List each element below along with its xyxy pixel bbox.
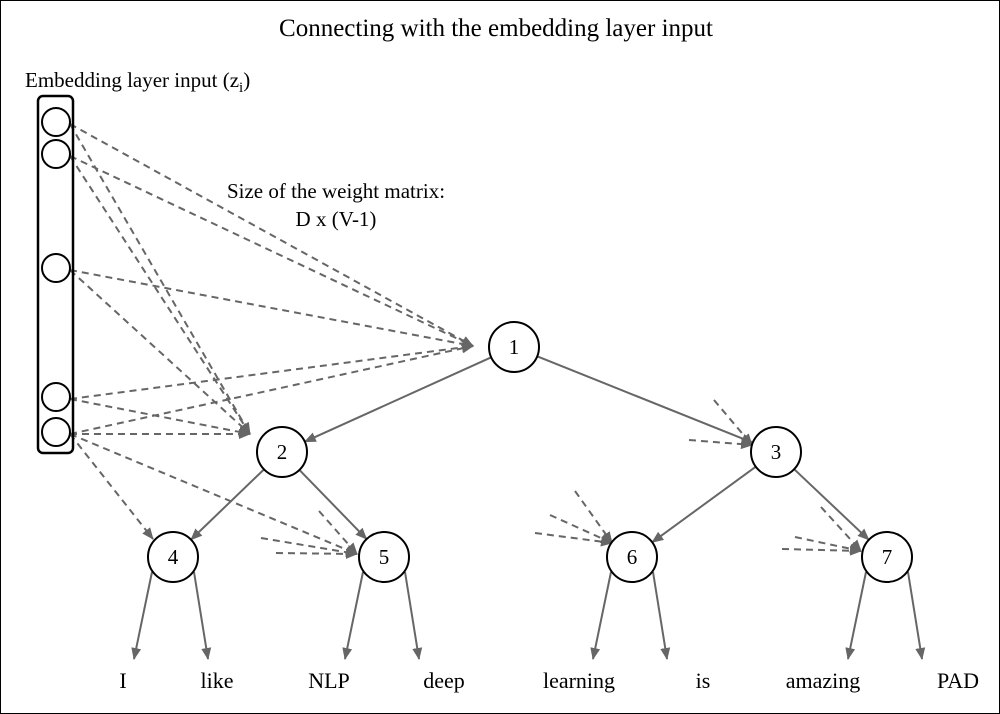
leaf-word: PAD — [937, 668, 979, 693]
embedding-input-label: Embedding layer input (zi) — [25, 68, 250, 97]
diagram-title: Connecting with the embedding layer inpu… — [279, 15, 713, 42]
leaf-edge — [342, 571, 364, 660]
leaf-edge — [845, 571, 867, 660]
embedding-connection — [69, 433, 154, 540]
tree-node — [358, 531, 410, 583]
tree-node-label: 5 — [379, 545, 390, 569]
embedding-unit — [41, 139, 71, 169]
embedding-connection — [688, 439, 753, 450]
embedding-connection — [69, 342, 474, 400]
tree-node-label: 2 — [277, 440, 288, 464]
leaf-edge — [193, 571, 212, 660]
embedding-input-column — [36, 94, 75, 455]
leaf-word: I — [119, 668, 126, 693]
tree-node-label: 6 — [627, 545, 638, 569]
tree-edge — [536, 355, 754, 444]
leaf-edge — [590, 571, 612, 660]
embedding-connection — [275, 548, 358, 559]
tree-edge — [298, 469, 368, 540]
embedding-connection — [69, 433, 358, 555]
leaf-edge — [907, 571, 926, 660]
weight-matrix-label: Size of the weight matrix: D x (V-1) — [201, 177, 471, 233]
tree-node — [606, 531, 658, 583]
embedding-connection — [574, 490, 613, 544]
tree-node-label: 7 — [882, 545, 893, 569]
weight-matrix-label-line2: D x (V-1) — [295, 207, 377, 231]
connection-layer — [69, 123, 926, 660]
embedding-connection — [713, 399, 753, 446]
embedding-connection — [534, 532, 613, 547]
embedding-connection — [260, 537, 358, 558]
tree-edge — [793, 468, 870, 541]
embedding-connection — [318, 510, 358, 555]
embedding-unit — [41, 107, 71, 137]
leaf-edge — [404, 571, 423, 660]
embedding-input-label-subscript: i — [239, 80, 244, 96]
leaf-word: like — [201, 668, 234, 693]
tree-edge — [651, 465, 757, 544]
embedding-connection — [794, 536, 862, 554]
tree-node — [861, 531, 913, 583]
leaf-edge — [652, 571, 671, 660]
embedding-connection — [69, 398, 251, 437]
tree-edge — [303, 356, 492, 443]
tree-node — [488, 321, 540, 373]
tree-node — [750, 426, 802, 478]
leaf-word: learning — [543, 668, 615, 693]
tree-node-label: 1 — [509, 335, 520, 359]
embedding-connection — [69, 123, 474, 347]
weight-matrix-label-line1: Size of the weight matrix: — [226, 179, 446, 203]
embedding-unit — [41, 253, 71, 283]
tree-node-label: 4 — [168, 545, 179, 569]
leaf-edge — [131, 571, 153, 660]
embedding-connection — [69, 269, 251, 435]
embedding-connection — [549, 514, 613, 544]
embedding-unit — [41, 382, 71, 412]
embedding-connection — [781, 545, 862, 556]
tree-node-label: 3 — [771, 440, 782, 464]
tree-node — [147, 531, 199, 583]
leaf-word: deep — [423, 668, 465, 693]
embedding-input-label-close: ) — [243, 68, 251, 92]
embedding-connection — [69, 155, 474, 347]
leaf-word: amazing — [786, 668, 861, 693]
leaf-word: NLP — [308, 668, 350, 693]
tree-edge — [190, 468, 265, 541]
embedding-connection — [820, 506, 862, 552]
leaf-word: is — [696, 668, 711, 693]
embedding-connection — [69, 269, 474, 349]
embedding-connection — [69, 343, 474, 435]
embedding-input-label-text: Embedding layer input (z — [25, 68, 240, 92]
embedding-unit — [41, 417, 71, 447]
tree-node — [256, 426, 308, 478]
